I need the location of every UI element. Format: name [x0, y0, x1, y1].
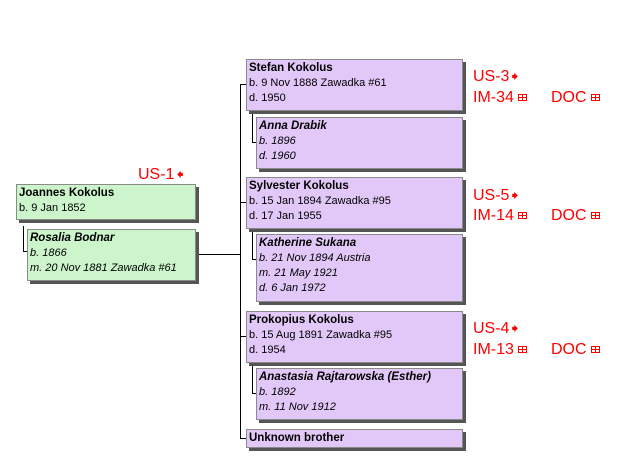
root-spouse-marriage: m. 20 Nov 1881 Zawadka #61	[30, 262, 177, 274]
connector-child-3	[240, 336, 247, 337]
connector-root-to-children	[196, 254, 240, 255]
link-label: DOC	[551, 89, 587, 106]
link-label: IM-13	[473, 341, 514, 358]
connector-spouse-1-v	[252, 113, 253, 143]
right-arrow-icon: 🠺	[511, 68, 519, 84]
spouse-box-katherine[interactable]: Katherine Sukana b. 21 Nov 1894 Austria …	[256, 234, 463, 302]
spouse-marriage: m. 21 May 1921	[259, 267, 338, 279]
child-name: Prokopius Kokolus	[249, 314, 354, 326]
link-im-13[interactable]: IM-13	[473, 341, 527, 359]
table-icon	[590, 212, 600, 219]
spouse-marriage: m. 11 Nov 1912	[259, 401, 336, 413]
link-label: DOC	[551, 341, 587, 358]
link-label: DOC	[551, 207, 587, 224]
connector-children-trunk	[240, 84, 241, 439]
connector-root-spouse-v	[23, 226, 24, 252]
child-death: d. 17 Jan 1955	[249, 210, 322, 222]
spouse-death: d. 6 Jan 1972	[259, 282, 326, 294]
link-label: US-3	[473, 68, 510, 85]
table-icon	[517, 94, 527, 101]
connector-spouse-2-h	[252, 259, 257, 260]
table-icon	[590, 94, 600, 101]
link-doc-2[interactable]: DOC	[551, 207, 600, 225]
connector-spouse-3-v	[252, 364, 253, 394]
table-icon	[517, 346, 527, 353]
connector-spouse-2-v	[252, 230, 253, 260]
child-death: d. 1954	[249, 344, 286, 356]
spouse-birth: b. 1896	[259, 135, 296, 147]
right-arrow-icon: 🠺	[511, 187, 519, 203]
root-person-birth: b. 9 Jan 1852	[19, 202, 86, 214]
link-label: IM-34	[473, 89, 514, 106]
connector-root-spouse-h	[23, 251, 29, 252]
child-birth: b. 9 Nov 1888 Zawadka #61	[249, 77, 387, 89]
link-us-5[interactable]: US-5🠺	[473, 186, 519, 205]
root-person-name: Joannes Kokolus	[19, 187, 115, 199]
child-birth: b. 15 Aug 1891 Zawadka #95	[249, 329, 393, 341]
spouse-name: Anna Drabik	[259, 120, 327, 132]
spouse-birth: b. 21 Nov 1894 Austria	[259, 252, 371, 264]
link-us-1[interactable]: US-1🠸	[138, 165, 184, 184]
connector-spouse-3-h	[252, 393, 257, 394]
connector-child-2	[240, 202, 247, 203]
connector-spouse-1-h	[252, 142, 257, 143]
child-name: Unknown brother	[249, 432, 345, 444]
root-person-box[interactable]: Joannes Kokolus b. 9 Jan 1852	[16, 184, 196, 220]
link-label: US-4	[473, 320, 510, 337]
child-box-sylvester[interactable]: Sylvester Kokolus b. 15 Jan 1894 Zawadka…	[246, 177, 463, 229]
root-spouse-box[interactable]: Rosalia Bodnar b. 1866 m. 20 Nov 1881 Za…	[27, 229, 196, 281]
link-label: IM-14	[473, 207, 514, 224]
root-spouse-birth: b. 1866	[30, 247, 67, 259]
link-label: US-5	[473, 187, 510, 204]
right-arrow-icon: 🠺	[511, 320, 519, 336]
spouse-death: d. 1960	[259, 150, 296, 162]
root-spouse-name: Rosalia Bodnar	[30, 232, 115, 244]
link-doc-1[interactable]: DOC	[551, 89, 600, 107]
connector-child-1	[240, 84, 247, 85]
child-name: Sylvester Kokolus	[249, 180, 349, 192]
child-box-stefan[interactable]: Stefan Kokolus b. 9 Nov 1888 Zawadka #61…	[246, 59, 463, 111]
link-us-4[interactable]: US-4🠺	[473, 319, 519, 338]
child-box-unknown-brother[interactable]: Unknown brother	[246, 429, 463, 448]
table-icon	[590, 346, 600, 353]
table-icon	[517, 212, 527, 219]
link-label: US-1	[138, 166, 175, 183]
spouse-box-anna[interactable]: Anna Drabik b. 1896 d. 1960	[256, 117, 463, 169]
link-im-14[interactable]: IM-14	[473, 207, 527, 225]
spouse-birth: b. 1892	[259, 386, 296, 398]
spouse-name: Katherine Sukana	[259, 237, 357, 249]
link-im-34[interactable]: IM-34	[473, 89, 527, 107]
link-us-3[interactable]: US-3🠺	[473, 67, 519, 86]
child-death: d. 1950	[249, 92, 286, 104]
child-birth: b. 15 Jan 1894 Zawadka #95	[249, 195, 391, 207]
spouse-name: Anastasia Rajtarowska (Esther)	[259, 371, 431, 383]
child-name: Stefan Kokolus	[249, 62, 333, 74]
spouse-box-anastasia[interactable]: Anastasia Rajtarowska (Esther) b. 1892 m…	[256, 368, 463, 420]
connector-child-4	[240, 438, 247, 439]
left-arrow-icon: 🠸	[176, 166, 184, 182]
link-doc-3[interactable]: DOC	[551, 341, 600, 359]
child-box-prokopius[interactable]: Prokopius Kokolus b. 15 Aug 1891 Zawadka…	[246, 311, 463, 363]
